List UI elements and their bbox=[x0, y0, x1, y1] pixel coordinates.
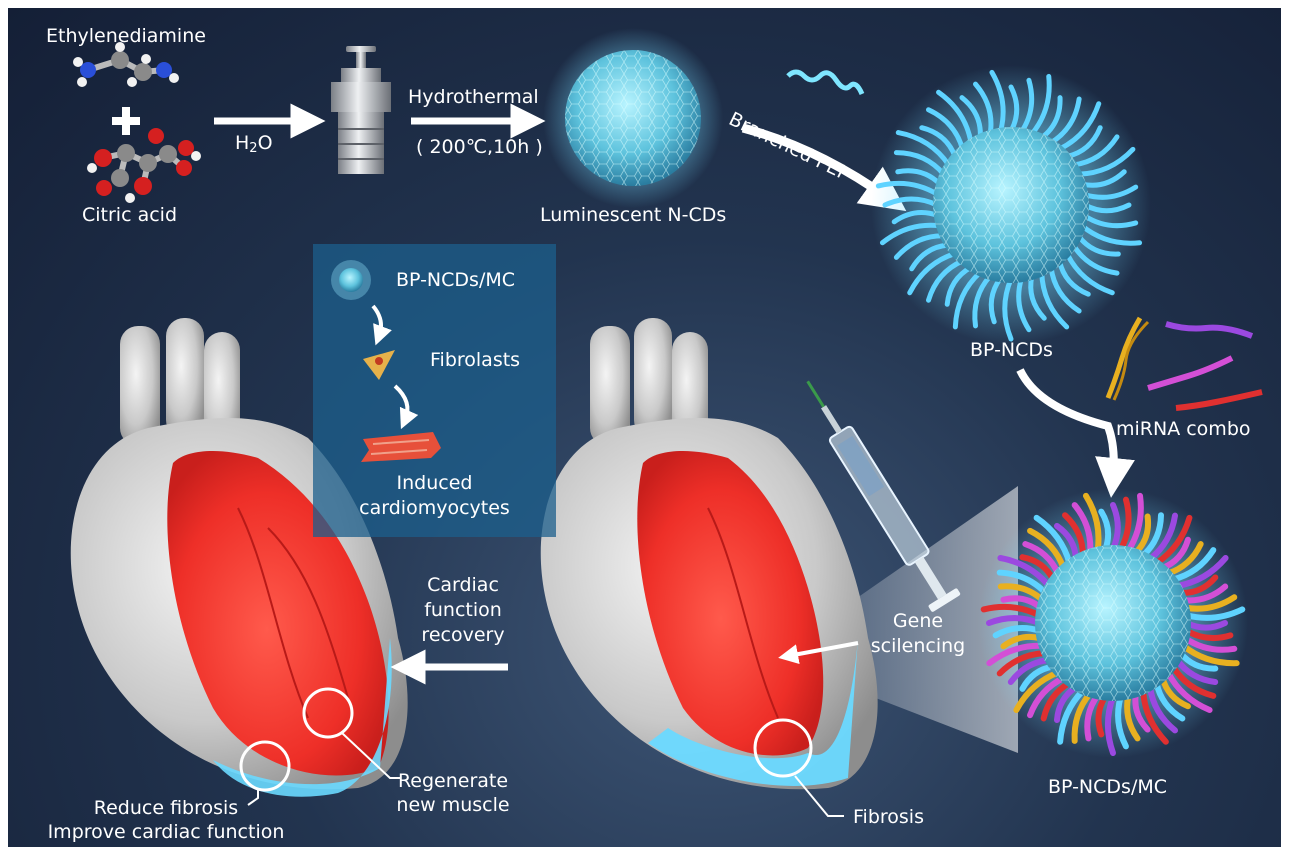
bp-ncds-mc-mini-icon bbox=[331, 260, 371, 300]
schematic-canvas: BP-NCDs/MC Fibrolasts Induced cardiomyoc… bbox=[8, 8, 1281, 847]
cardiac-label-2: function bbox=[408, 599, 518, 622]
autoclave-reactor-icon bbox=[331, 46, 391, 174]
mirna-strands-icon bbox=[1108, 318, 1262, 408]
bp-ncds-mc-particle-icon bbox=[978, 488, 1248, 758]
pei-polymer-icon bbox=[788, 72, 862, 94]
panel-cardiomyocytes-label: cardiomyocytes bbox=[313, 497, 556, 520]
luminescent-label: Luminescent N-CDs bbox=[540, 204, 726, 227]
gene-silencing-label-2: scilencing bbox=[863, 635, 973, 658]
water-label-sub: 2 bbox=[249, 141, 257, 156]
mirna-combo-label: miRNA combo bbox=[1116, 418, 1251, 441]
panel-arrow-2 bbox=[395, 386, 407, 420]
gene-silencing-label-1: Gene bbox=[863, 610, 973, 633]
citric-acid-label: Citric acid bbox=[82, 204, 177, 227]
cardiomyocyte-cell-icon bbox=[361, 432, 441, 462]
ethylenediamine-label: Ethylenediamine bbox=[46, 25, 206, 48]
fibrosis-label: Fibrosis bbox=[853, 806, 924, 829]
schematic-graphics bbox=[8, 8, 1281, 847]
panel-arrow-1 bbox=[373, 306, 381, 336]
ethylenediamine-molecule-icon bbox=[73, 42, 179, 87]
water-label-o: O bbox=[258, 132, 273, 154]
plus-icon bbox=[112, 107, 140, 135]
conditions-label: ( 200℃,10h ) bbox=[416, 136, 543, 159]
heart-right-icon bbox=[541, 318, 878, 789]
mechanism-panel: BP-NCDs/MC Fibrolasts Induced cardiomyoc… bbox=[313, 244, 556, 537]
bp-ncds-mc-label: BP-NCDs/MC bbox=[1048, 776, 1167, 799]
improve-function-label: Improve cardiac function bbox=[36, 821, 296, 844]
cardiac-label-1: Cardiac bbox=[408, 574, 518, 597]
water-label-h: H bbox=[235, 132, 249, 154]
bp-ncds-label: BP-NCDs bbox=[970, 339, 1053, 362]
regenerate-label-2: new muscle bbox=[388, 794, 518, 817]
fibroblast-nucleus-icon bbox=[375, 357, 383, 365]
hydrothermal-label: Hydrothermal bbox=[408, 86, 539, 109]
water-label: H2O bbox=[235, 132, 273, 160]
panel-fibroblasts-label: Fibrolasts bbox=[430, 349, 520, 372]
regenerate-label-1: Regenerate bbox=[388, 770, 518, 793]
panel-title: BP-NCDs/MC bbox=[396, 269, 515, 292]
carbon-dot-sphere-icon bbox=[543, 28, 723, 208]
arrow-mirna-combo bbox=[1020, 370, 1114, 478]
panel-induced-label: Induced bbox=[313, 472, 556, 495]
reduce-fibrosis-label: Reduce fibrosis bbox=[46, 797, 286, 820]
bp-ncd-particle-icon bbox=[871, 65, 1151, 345]
cardiac-label-3: recovery bbox=[408, 624, 518, 647]
citric-acid-molecule-icon bbox=[87, 128, 201, 203]
